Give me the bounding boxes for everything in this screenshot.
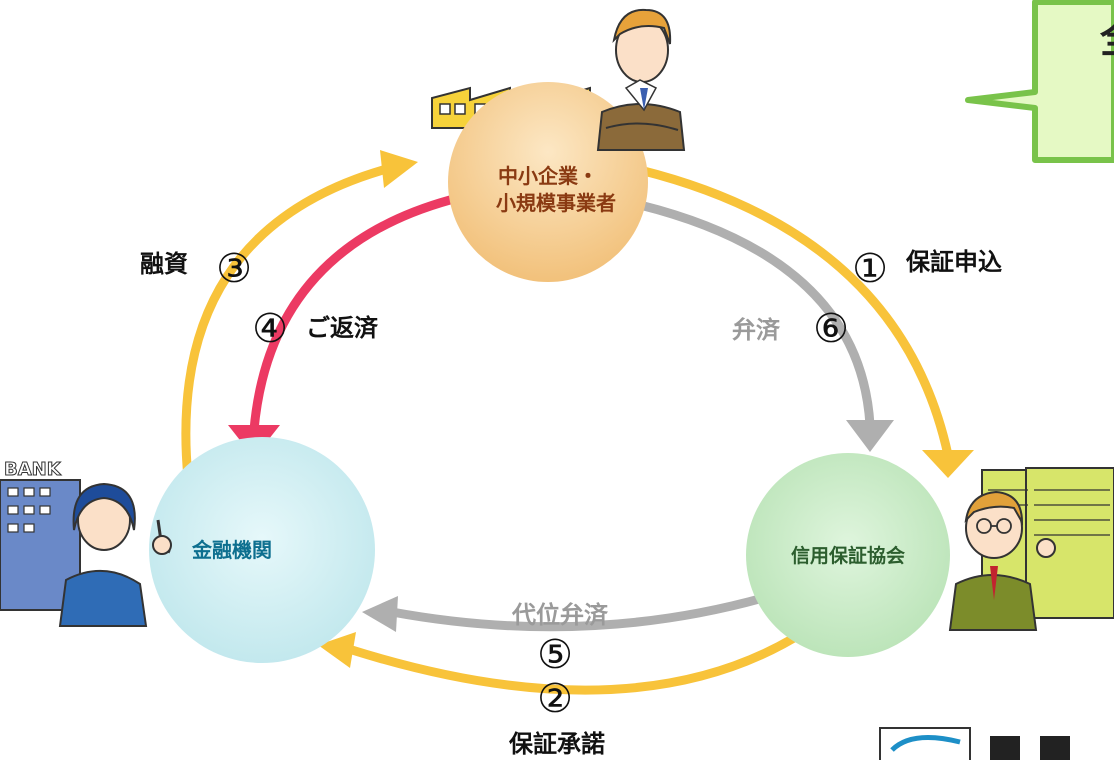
step-5-number: ⑤ — [537, 632, 573, 678]
sme-label-line1: 中小企業・ — [498, 164, 598, 188]
bank-label: 金融機関 — [191, 538, 272, 562]
step-3-number: ③ — [216, 246, 252, 292]
step-2-label: 保証承諾 — [508, 730, 605, 758]
callout-bubble: 全 — [965, 0, 1114, 163]
arrow-subrogation — [362, 585, 795, 632]
bank-node — [149, 437, 375, 663]
association-staff-illustration — [948, 490, 1056, 631]
step-4: ④ ご返済 — [252, 306, 379, 352]
step-5: 代位弁済 ⑤ — [511, 601, 609, 678]
bank-staff-illustration — [58, 482, 172, 627]
step-5-label: 代位弁済 — [511, 601, 609, 629]
bank-sign: BANK — [4, 459, 62, 480]
association-node — [746, 453, 950, 657]
logo-fragment — [879, 727, 1070, 760]
svg-text:全: 全 — [1099, 16, 1114, 62]
step-3-label: 融資 — [140, 250, 188, 278]
businessman-illustration — [596, 8, 686, 151]
step-2-number: ② — [537, 676, 573, 722]
step-1-number: ① — [852, 246, 888, 292]
step-6-number: ⑥ — [813, 306, 849, 352]
association-label: 信用保証協会 — [791, 544, 905, 567]
arrow-loan — [181, 150, 418, 483]
step-6-label: 弁済 — [732, 316, 781, 344]
sme-node — [448, 82, 648, 282]
step-4-number: ④ — [252, 306, 288, 352]
step-4-label: ご返済 — [306, 314, 379, 342]
arrow-guarantee-application — [635, 165, 974, 478]
arrow-repayment-to-association — [635, 200, 894, 452]
step-1: ① 保証申込 — [852, 246, 1002, 292]
sme-label-line2: 小規模事業者 — [496, 191, 616, 215]
step-3: 融資 ③ — [140, 246, 252, 292]
step-6: 弁済 ⑥ — [732, 306, 849, 352]
step-2: ② 保証承諾 — [508, 676, 605, 758]
arrow-guarantee-approval — [318, 623, 815, 695]
step-1-label: 保証申込 — [905, 248, 1002, 276]
